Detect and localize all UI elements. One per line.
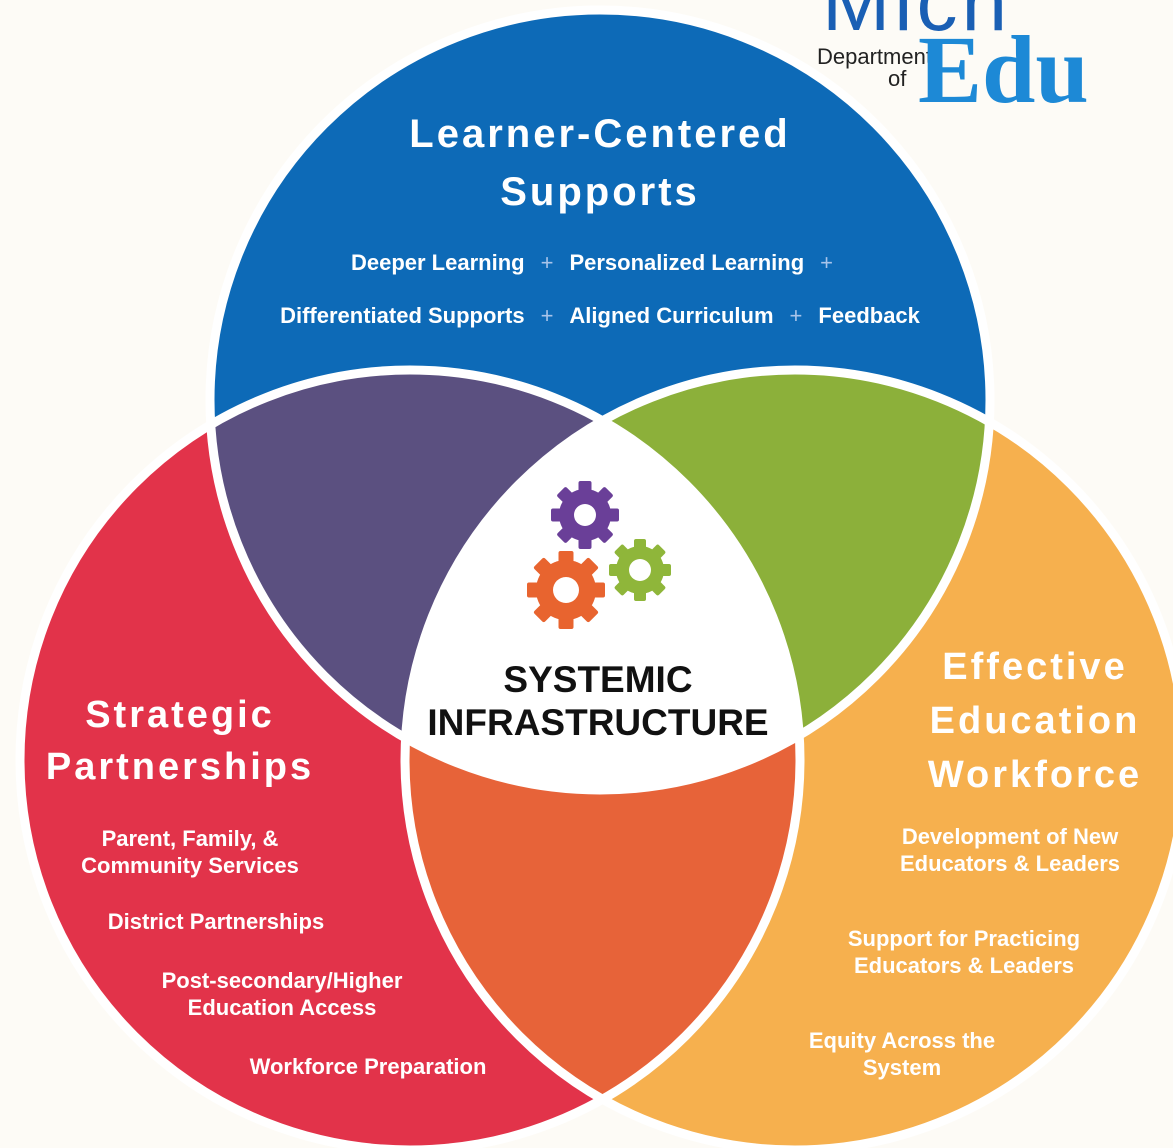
logo-edu-text: Edu [918,16,1089,123]
circle-outlines [15,5,1173,1148]
logo-of-text: of [888,66,907,91]
left-item-4: Workforce Preparation [249,1054,487,1079]
item-feedback: Feedback [818,303,920,328]
right-title-line1: Effective [942,646,1128,688]
top-title-line2: Supports [500,170,700,214]
right-item-1-line1: Development of New [901,824,1119,849]
item-differentiated-supports: Differentiated Supports [280,303,525,328]
right-title-line2: Education [929,700,1141,742]
left-item-3-line1: Post-secondary/Higher [161,968,403,993]
plus-separator: + [820,250,834,275]
top-title-line1: Learner-Centered [409,112,791,156]
plus-separator: + [789,303,803,328]
left-item-1-line2: Community Services [81,853,299,878]
right-item-2-line2: Educators & Leaders [853,953,1075,978]
orange-gear-icon [527,551,605,629]
logo-department-text: Department [817,44,932,69]
left-title-line2: Partnerships [45,746,315,788]
green-gear-icon [609,539,671,601]
center-title-line1: SYSTEMIC [503,659,692,700]
top-items-row1: Deeper Learning + Personalized Learning + [240,250,960,276]
item-personalized-learning: Personalized Learning [569,250,805,275]
left-item-2: District Partnerships [107,909,325,934]
item-aligned-curriculum: Aligned Curriculum [569,303,774,328]
gears-icon [527,481,671,629]
logo-partial-wordmark: Mich [822,0,1012,48]
left-item-1-line1: Parent, Family, & [101,826,279,851]
item-deeper-learning: Deeper Learning [350,250,525,275]
right-title-line3: Workforce [927,754,1143,796]
left-title-line1: Strategic [85,694,275,736]
plus-separator: + [540,250,554,275]
purple-gear-icon [551,481,619,549]
top-items-row2: Differentiated Supports + Aligned Curricul… [180,303,1020,329]
right-item-2-line1: Support for Practicing [847,926,1081,951]
right-item-1-line2: Educators & Leaders [899,851,1121,876]
right-item-3-line2: System [862,1055,942,1080]
department-logo: Mich Department of Edu [0,0,1173,120]
left-item-3-line2: Education Access [187,995,377,1020]
plus-separator: + [540,303,554,328]
center-title-line2: INFRASTRUCTURE [427,702,768,743]
right-item-3-line1: Equity Across the [808,1028,996,1053]
